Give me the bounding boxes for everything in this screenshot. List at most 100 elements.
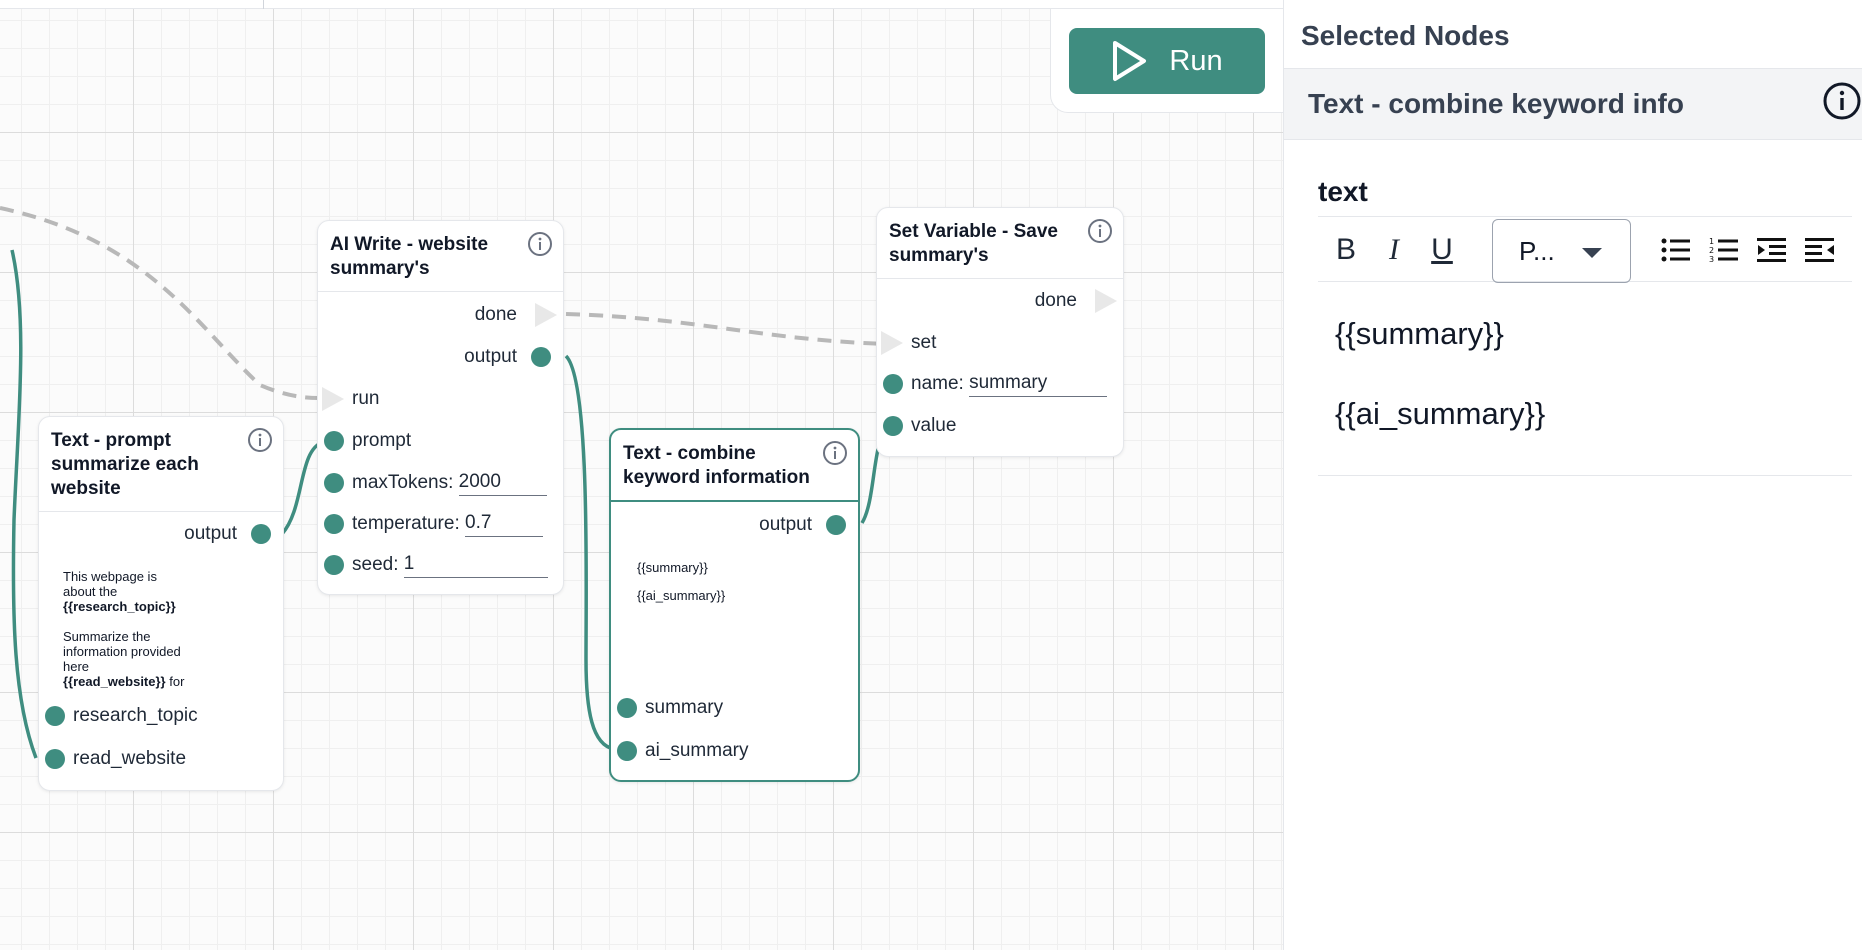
output-row: output xyxy=(611,511,858,539)
input-row-research-topic: research_topic xyxy=(39,702,283,730)
input-label: read_website xyxy=(73,748,187,769)
temperature-input[interactable]: 0.7 xyxy=(465,510,544,537)
editor-line: {{ai_summary}} xyxy=(1335,396,1546,431)
edge-dashed-incoming-run xyxy=(0,206,323,400)
output-port[interactable] xyxy=(251,524,271,544)
input-row-read-website: read_website xyxy=(39,745,283,773)
bold-icon: B xyxy=(1335,233,1356,266)
preview-line: {{ai_summary}} xyxy=(637,588,726,603)
preview-line: This webpage is xyxy=(63,569,157,584)
node-ai-write[interactable]: AI Write - website summary's done output… xyxy=(317,220,564,595)
done-label: done xyxy=(474,304,517,325)
paragraph-style-select[interactable]: P... xyxy=(1492,219,1631,283)
output-row: output xyxy=(318,343,563,371)
prompt-row: prompt xyxy=(318,427,563,455)
preview-line: {{research_topic}} xyxy=(63,599,184,614)
input-port[interactable] xyxy=(45,749,65,769)
selected-nodes-panel: Selected Nodes Text - combine keyword in… xyxy=(1283,0,1862,950)
run-label: run xyxy=(352,388,380,409)
info-icon[interactable] xyxy=(527,231,553,257)
input-port[interactable] xyxy=(324,555,344,575)
set-label: set xyxy=(911,332,937,353)
preview-line: Summarize the xyxy=(63,629,151,644)
edge-dashed-done-to-set xyxy=(565,312,889,346)
svg-text:2: 2 xyxy=(1709,246,1714,255)
selected-node-header[interactable]: Text - combine keyword info xyxy=(1284,68,1862,140)
italic-icon: I xyxy=(1389,233,1399,266)
done-trigger-port[interactable] xyxy=(535,303,557,327)
preview-variable: {{read_website}} xyxy=(63,674,166,689)
value-row: value xyxy=(877,412,1123,440)
flow-canvas[interactable]: Text - prompt summarize each website out… xyxy=(0,0,1283,950)
numbered-list-icon: 123 xyxy=(1709,237,1738,263)
output-label: output xyxy=(184,523,237,544)
input-port[interactable] xyxy=(883,416,903,436)
panel-title: Selected Nodes xyxy=(1301,20,1510,51)
bold-button[interactable]: B xyxy=(1330,233,1362,266)
input-port[interactable] xyxy=(883,374,903,394)
done-row: done xyxy=(877,287,1123,315)
rich-text-editor[interactable]: {{summary}} {{ai_summary}} xyxy=(1318,282,1852,476)
editor-line: {{summary}} xyxy=(1335,316,1504,351)
preview-suffix: for xyxy=(165,674,185,689)
input-port[interactable] xyxy=(324,473,344,493)
max-tokens-label: maxTokens: xyxy=(352,472,454,493)
svg-text:1: 1 xyxy=(1709,237,1714,246)
play-icon xyxy=(1113,41,1147,81)
info-icon[interactable] xyxy=(1087,218,1113,244)
output-label: output xyxy=(464,346,517,367)
node-title: Text - combine keyword information xyxy=(611,430,858,502)
info-icon[interactable] xyxy=(822,440,848,466)
info-icon[interactable] xyxy=(1822,81,1862,121)
outdent-icon xyxy=(1805,238,1834,262)
input-label: summary xyxy=(645,697,724,718)
info-icon[interactable] xyxy=(247,427,273,453)
indent-button[interactable] xyxy=(1756,234,1788,266)
bullet-list-icon xyxy=(1661,238,1690,262)
input-port[interactable] xyxy=(45,706,65,726)
done-label: done xyxy=(1034,290,1077,311)
underline-button[interactable]: U xyxy=(1426,233,1458,266)
run-row: run xyxy=(318,385,563,413)
node-set-variable[interactable]: Set Variable - Save summary's done set n… xyxy=(876,207,1124,457)
node-text-prompt[interactable]: Text - prompt summarize each website out… xyxy=(38,416,284,791)
input-port[interactable] xyxy=(324,514,344,534)
input-port[interactable] xyxy=(617,741,637,761)
run-label: Run xyxy=(1169,44,1223,77)
canvas-top-bar xyxy=(0,0,1283,9)
run-button[interactable]: Run xyxy=(1069,28,1265,94)
input-port[interactable] xyxy=(617,698,637,718)
set-trigger-port[interactable] xyxy=(881,331,903,355)
node-text-combine[interactable]: Text - combine keyword information outpu… xyxy=(609,428,860,782)
bullet-list-button[interactable] xyxy=(1660,234,1692,266)
seed-input[interactable]: 1 xyxy=(403,551,548,578)
output-port[interactable] xyxy=(826,515,846,535)
max-tokens-input[interactable]: 2000 xyxy=(458,469,547,496)
text-preview: {{summary}} {{ai_summary}} xyxy=(637,560,725,603)
output-label: output xyxy=(759,514,812,535)
italic-button[interactable]: I xyxy=(1378,233,1410,266)
outdent-button[interactable] xyxy=(1804,234,1836,266)
name-input[interactable]: summary xyxy=(969,370,1108,397)
output-port[interactable] xyxy=(531,347,551,367)
chevron-down-icon xyxy=(1582,248,1602,258)
input-label: research_topic xyxy=(73,705,198,726)
done-trigger-port[interactable] xyxy=(1095,289,1117,313)
node-title: AI Write - website summary's xyxy=(318,221,563,292)
indent-icon xyxy=(1757,238,1786,262)
svg-text:3: 3 xyxy=(1709,255,1714,263)
max-tokens-row: maxTokens: 2000 xyxy=(318,469,563,497)
edge-left-research xyxy=(10,249,38,759)
temperature-row: temperature: 0.7 xyxy=(318,510,563,538)
input-port[interactable] xyxy=(324,431,344,451)
top-bar-divider xyxy=(263,0,264,9)
run-panel: Run xyxy=(1050,9,1283,113)
name-row: name: summary xyxy=(877,370,1123,398)
output-row: output xyxy=(39,520,283,548)
underline-icon: U xyxy=(1431,233,1453,266)
run-trigger-port[interactable] xyxy=(322,387,344,411)
name-label: name: xyxy=(911,373,964,394)
node-title: Text - prompt summarize each website xyxy=(39,417,283,512)
